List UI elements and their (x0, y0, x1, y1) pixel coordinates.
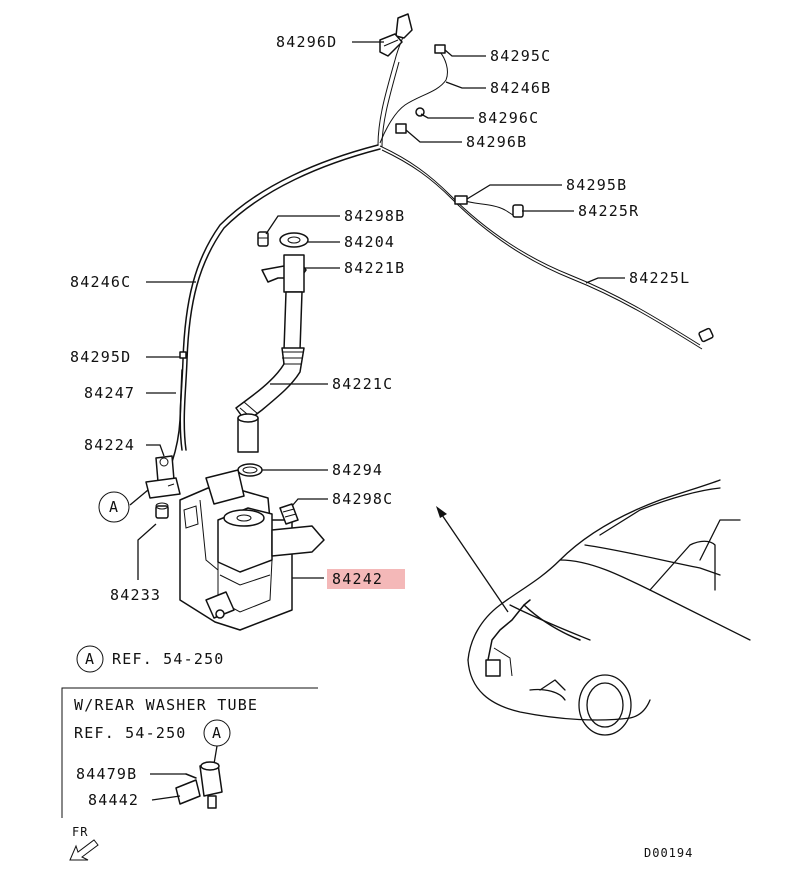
label-84295B: 84295B (566, 176, 627, 194)
connector-84225R (512, 204, 524, 218)
label-84296C: 84296C (478, 109, 539, 127)
highlight-84242 (327, 569, 405, 589)
inset-title: W/REAR WASHER TUBE (74, 696, 258, 714)
label-84233: 84233 (110, 586, 161, 604)
label-84295C: 84295C (490, 47, 551, 65)
direction-label: FR (72, 825, 88, 839)
label-84204: 84204 (344, 233, 395, 251)
label-84296B: 84296B (466, 133, 527, 151)
washer-tank-84242 (179, 469, 325, 631)
label-84225R: 84225R (578, 202, 639, 220)
washer-pump-84224 (145, 455, 181, 519)
label-84242: 84242 (332, 570, 383, 588)
washer-hoses (179, 31, 703, 451)
label-84224: 84224 (84, 436, 135, 454)
grommet-84233 (155, 505, 169, 519)
leader-lines (129, 41, 625, 580)
label-84225L: 84225L (629, 269, 690, 287)
vehicle-location-view (436, 479, 751, 736)
label-84442: 84442 (88, 791, 139, 809)
joint-84295B (454, 195, 468, 205)
hose-84247 (171, 369, 183, 463)
label-84221C: 84221C (332, 375, 393, 393)
reference-text: REF. 54-250 (112, 650, 225, 668)
label-84246B: 84246B (490, 79, 551, 97)
inset-reference: REF. 54-250 (74, 724, 187, 742)
joint-84295C (434, 44, 446, 54)
callout-a-main: A (98, 491, 130, 523)
bolt-84298C (279, 503, 299, 525)
front-direction-indicator: FR (69, 825, 99, 861)
label-84298C: 84298C (332, 490, 393, 508)
label-84298B: 84298B (344, 207, 405, 225)
connector-84225L-end (698, 327, 714, 343)
label-84296D: 84296D (276, 33, 337, 51)
reference-callout-letter: A (85, 650, 95, 668)
callout-a-letter: A (109, 498, 119, 516)
inset-rear-washer: W/REAR WASHER TUBE REF. 54-250 A 84479B … (61, 687, 318, 818)
filler-neck-84221 (235, 231, 309, 477)
label-84247: 84247 (84, 384, 135, 402)
joint-84295D (179, 351, 187, 359)
clip-84296B (395, 123, 407, 134)
nozzle-84296D (379, 13, 413, 57)
reference-note: A REF. 54-250 (76, 645, 225, 673)
label-84294: 84294 (332, 461, 383, 479)
label-84246C: 84246C (70, 273, 131, 291)
label-84221B: 84221B (344, 259, 405, 277)
inset-callout-letter: A (212, 724, 222, 742)
part-labels: 84296D 84295C 84246B 84296C 84296B 84295… (70, 33, 690, 604)
label-84295D: 84295D (70, 348, 131, 366)
label-84479B: 84479B (76, 765, 137, 783)
diagram-code: D00194 (644, 846, 693, 860)
